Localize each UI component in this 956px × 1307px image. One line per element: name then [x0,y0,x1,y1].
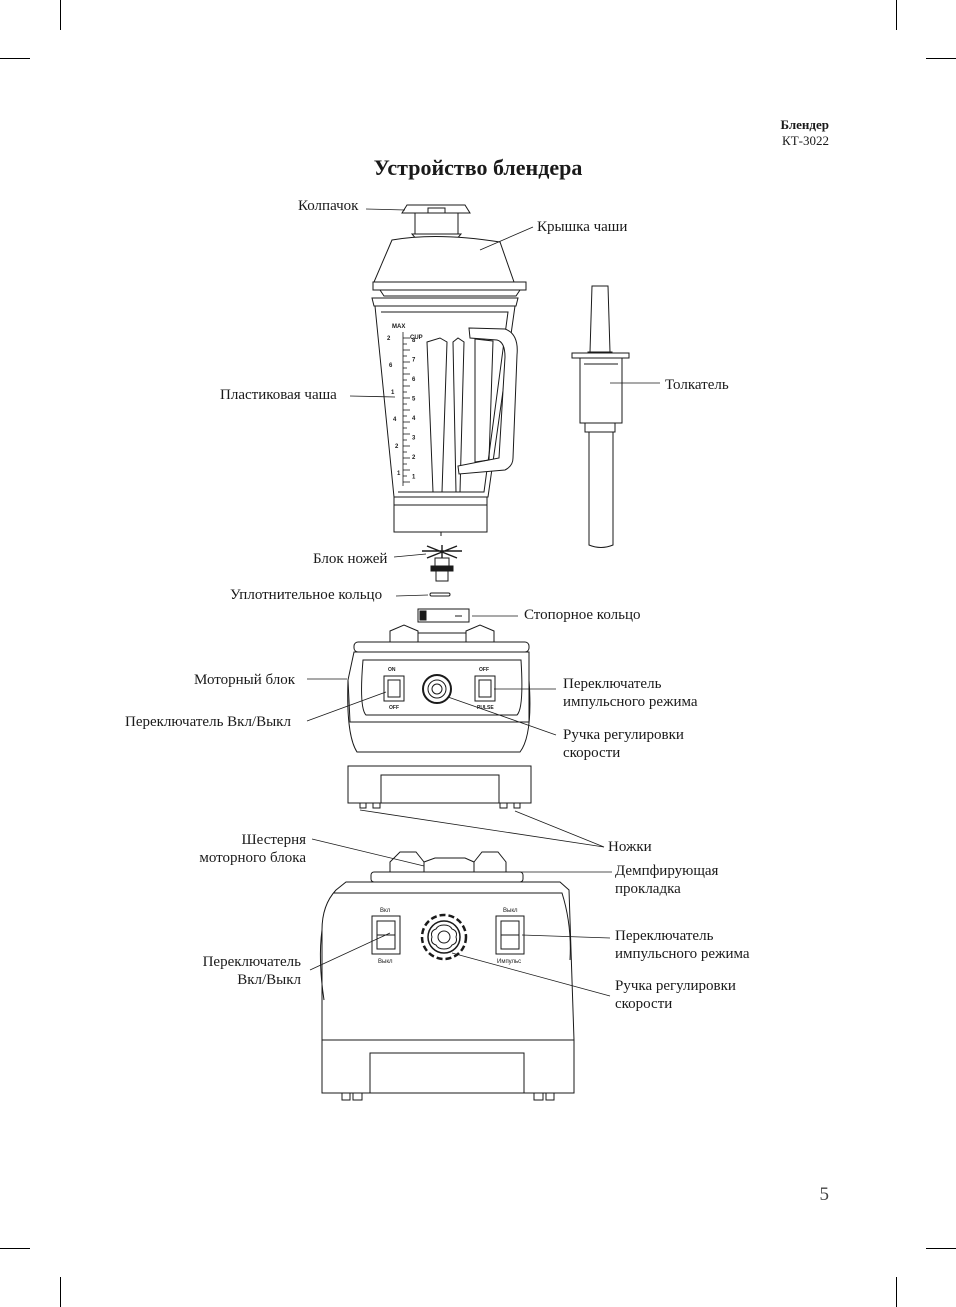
panel-impuls-label: Импульс [497,959,521,965]
seal-ring-drawing [429,592,451,597]
label-lid: Крышка чаши [537,219,628,235]
label-pulse-1a: Переключатель [563,676,662,692]
page-title: Устройство блендера [373,155,583,180]
label-onoff-1: Переключатель Вкл/Выкл [125,714,291,730]
panel-off-label: OFF [389,705,399,711]
label-pulse-1b: импульсного режима [563,694,698,710]
panel-off2-label: OFF [479,667,489,673]
crop-mark [60,1277,61,1307]
label-damper-b: прокладка [615,881,681,897]
tamper-drawing [571,285,630,548]
header-model: КТ-3022 [782,133,829,148]
crop-mark [0,1248,30,1249]
label-blade: Блок ножей [313,551,388,567]
label-speed-1b: скорости [563,745,621,761]
page-number: 5 [819,1184,830,1205]
jar-scale-cup-value: 2 [412,455,416,461]
jar-drawing: MAX CUP 8 7 6 5 4 3 2 1 2 6 1 4 2 1 [371,297,519,536]
jar-scale-cup-value: 4 [412,416,416,422]
crop-mark [926,58,956,59]
jar-scale-max: MAX [392,324,405,330]
jar-scale-litre-value: 4 [393,417,397,423]
jar-scale-litre-value: 1 [391,390,395,396]
blade-drawing [422,545,462,582]
label-motor: Моторный блок [194,672,296,688]
header-product: Блендер [780,117,829,132]
panel-vkl-label: Вкл [380,908,391,914]
motor-unit-2-drawing: Вкл Выкл Выкл Импульс [319,851,575,1101]
label-seal: Уплотнительное кольцо [230,587,383,603]
label-pulse-2a: Переключатель [615,928,714,944]
label-speed-2b: скорости [615,996,673,1012]
label-feet: Ножки [608,839,652,855]
crop-mark [926,1248,956,1249]
panel-pulse-label: PULSE [477,705,494,711]
panel-vykl-label: Выкл [378,959,393,965]
crop-mark [896,0,897,30]
label-onoff-2b: Вкл/Выкл [237,972,301,988]
label-speed-2a: Ручка регулировки [615,978,736,994]
lock-ring-drawing [417,608,470,623]
leader-lines [306,208,660,997]
label-cap: Колпачок [298,198,359,214]
jar-scale-cup-value: 1 [412,475,416,481]
jar-scale-cup-value: 6 [412,377,416,383]
jar-scale-litre-value: 2 [387,336,391,342]
panel-on-label: ON [388,667,396,673]
label-damper-a: Демпфирующая [615,863,719,879]
panel-vykl2-label: Выкл [503,908,518,914]
jar-scale-cup-value: 3 [412,436,416,442]
motor-unit-1-drawing: ON OFF OFF PULSE [347,624,532,809]
label-gear-a: Шестерня [241,832,306,848]
label-speed-1a: Ручка регулировки [563,727,684,743]
label-jar: Пластиковая чаша [220,387,337,403]
jar-scale-litre-value: 2 [395,444,399,450]
crop-mark [0,58,30,59]
cap-drawing [401,204,471,241]
jar-scale-cup-value: 8 [412,338,416,344]
label-tamper: Толкатель [665,377,729,393]
crop-mark [896,1277,897,1307]
jar-scale-cup: CUP [410,335,423,341]
jar-scale-litre-value: 1 [397,471,401,477]
jar-scale-cup-value: 5 [412,397,416,403]
crop-mark [60,0,61,30]
jar-scale-cup-value: 7 [412,358,416,364]
label-gear-b: моторного блока [199,850,306,866]
label-onoff-2a: Переключатель [202,954,301,970]
label-pulse-2b: импульсного режима [615,946,750,962]
label-lockring: Стопорное кольцо [524,607,641,623]
jar-scale-litre-value: 6 [389,363,393,369]
lid-drawing [372,235,527,297]
